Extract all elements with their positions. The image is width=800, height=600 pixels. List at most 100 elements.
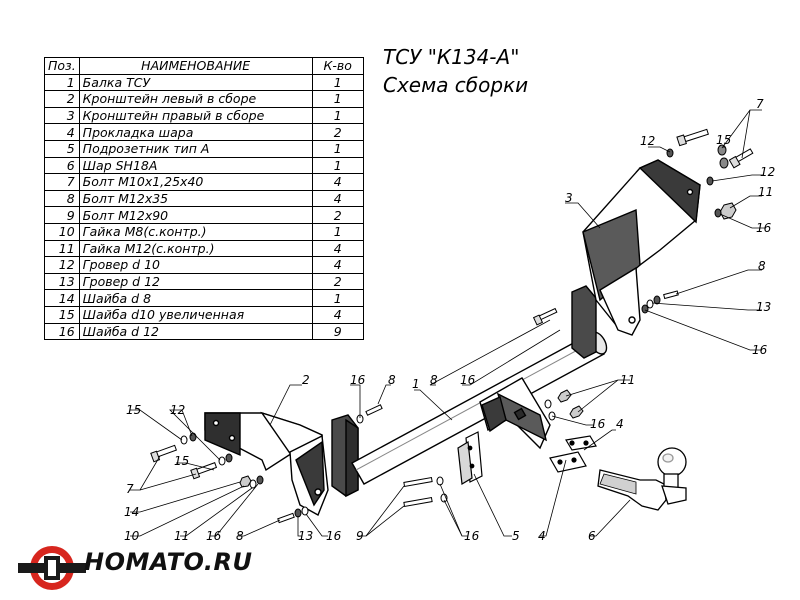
part-quantity: 4 [311, 173, 364, 191]
callout-12: 12 [640, 134, 655, 148]
part-quantity: 1 [311, 90, 364, 108]
part-name: Шайба d 8 [78, 289, 313, 307]
part-name: Кронштейн правый в сборе [78, 106, 313, 125]
site-logo-text: HOMATO.RU [84, 548, 253, 576]
callout-4: 4 [538, 529, 546, 543]
part-quantity: 4 [311, 239, 364, 258]
callout-2: 2 [302, 373, 310, 387]
part-position: 13 [44, 272, 80, 291]
header-name: НАИМЕНОВАНИЕ [78, 57, 313, 75]
part-quantity: 2 [311, 206, 364, 224]
part-name: Болт М12х35 [78, 189, 313, 208]
callout-8: 8 [430, 373, 438, 387]
part-position: 7 [44, 173, 80, 191]
part-position: 5 [44, 139, 80, 158]
callout-16: 16 [326, 529, 342, 543]
callout-15: 15 [126, 403, 141, 417]
callout-3: 3 [565, 191, 573, 205]
part-position: 16 [44, 322, 80, 341]
part-position: 8 [44, 189, 80, 208]
part-name: Шайба d 12 [78, 322, 313, 341]
callout-5: 5 [512, 529, 520, 543]
callout-8: 8 [388, 373, 396, 387]
callout-16: 16 [590, 417, 606, 431]
callout-16: 16 [206, 529, 222, 543]
part-quantity: 1 [311, 106, 364, 125]
part-quantity: 4 [311, 256, 364, 274]
part-name: Шар SH18A [78, 156, 313, 175]
part-position: 9 [44, 206, 80, 224]
socket-holder [457, 431, 483, 485]
callout-11: 11 [174, 529, 189, 543]
callout-11: 11 [758, 185, 773, 199]
part-position: 6 [44, 156, 80, 175]
callout-8: 8 [758, 259, 766, 273]
part-quantity: 4 [311, 305, 364, 324]
part-position: 11 [44, 239, 80, 258]
part-quantity: 9 [311, 322, 364, 341]
part-quantity: 2 [311, 272, 364, 291]
callout-7: 7 [126, 482, 134, 496]
tow-ball [597, 447, 687, 511]
callout-15: 15 [716, 133, 731, 147]
part-quantity: 1 [311, 222, 364, 241]
callout-14: 14 [124, 505, 139, 519]
part-quantity: 1 [311, 73, 364, 92]
leader-lines [130, 109, 765, 537]
header-pos: Поз. [44, 57, 80, 75]
part-position: 4 [44, 123, 80, 141]
part-name: Балка ТСУ [78, 73, 313, 92]
part-name: Гровер d 10 [78, 256, 313, 274]
part-quantity: 4 [311, 189, 364, 208]
header-qty: К-во [311, 57, 364, 75]
callout-16: 16 [350, 373, 366, 387]
part-name: Прокладка шара [78, 123, 313, 141]
callout-9: 9 [356, 529, 364, 543]
callout-13: 13 [756, 300, 771, 314]
part-name: Шайба d10 увеличенная [78, 305, 313, 324]
part-name: Подрозетник тип А [78, 139, 313, 158]
tow-beam [331, 285, 608, 498]
callout-15: 15 [174, 454, 189, 468]
part-position: 15 [44, 305, 80, 324]
diagram-subtitle: Схема сборки [383, 73, 529, 97]
part-quantity: 1 [311, 289, 364, 307]
part-position: 2 [44, 90, 80, 108]
part-name: Кронштейн левый в сборе [78, 90, 313, 108]
part-quantity: 1 [311, 139, 364, 158]
part-name: Гровер d 12 [78, 272, 313, 291]
callout-16: 16 [756, 221, 772, 235]
part-name: Болт М12х90 [78, 206, 313, 224]
callout-16: 16 [752, 343, 768, 357]
part-quantity: 2 [311, 123, 364, 141]
part-position: 10 [44, 222, 80, 241]
part-position: 12 [44, 256, 80, 274]
callout-12: 12 [760, 165, 775, 179]
homato-logo-icon [18, 546, 86, 590]
callout-1: 1 [412, 377, 420, 391]
parts-table-header: Поз. НАИМЕНОВАНИЕ К-во [44, 57, 364, 75]
callout-8: 8 [236, 529, 244, 543]
part-position: 1 [44, 73, 80, 92]
part-position: 3 [44, 106, 80, 125]
callout-12: 12 [170, 403, 185, 417]
callout-13: 13 [298, 529, 313, 543]
part-name: Болт М10х1,25х40 [78, 173, 313, 191]
